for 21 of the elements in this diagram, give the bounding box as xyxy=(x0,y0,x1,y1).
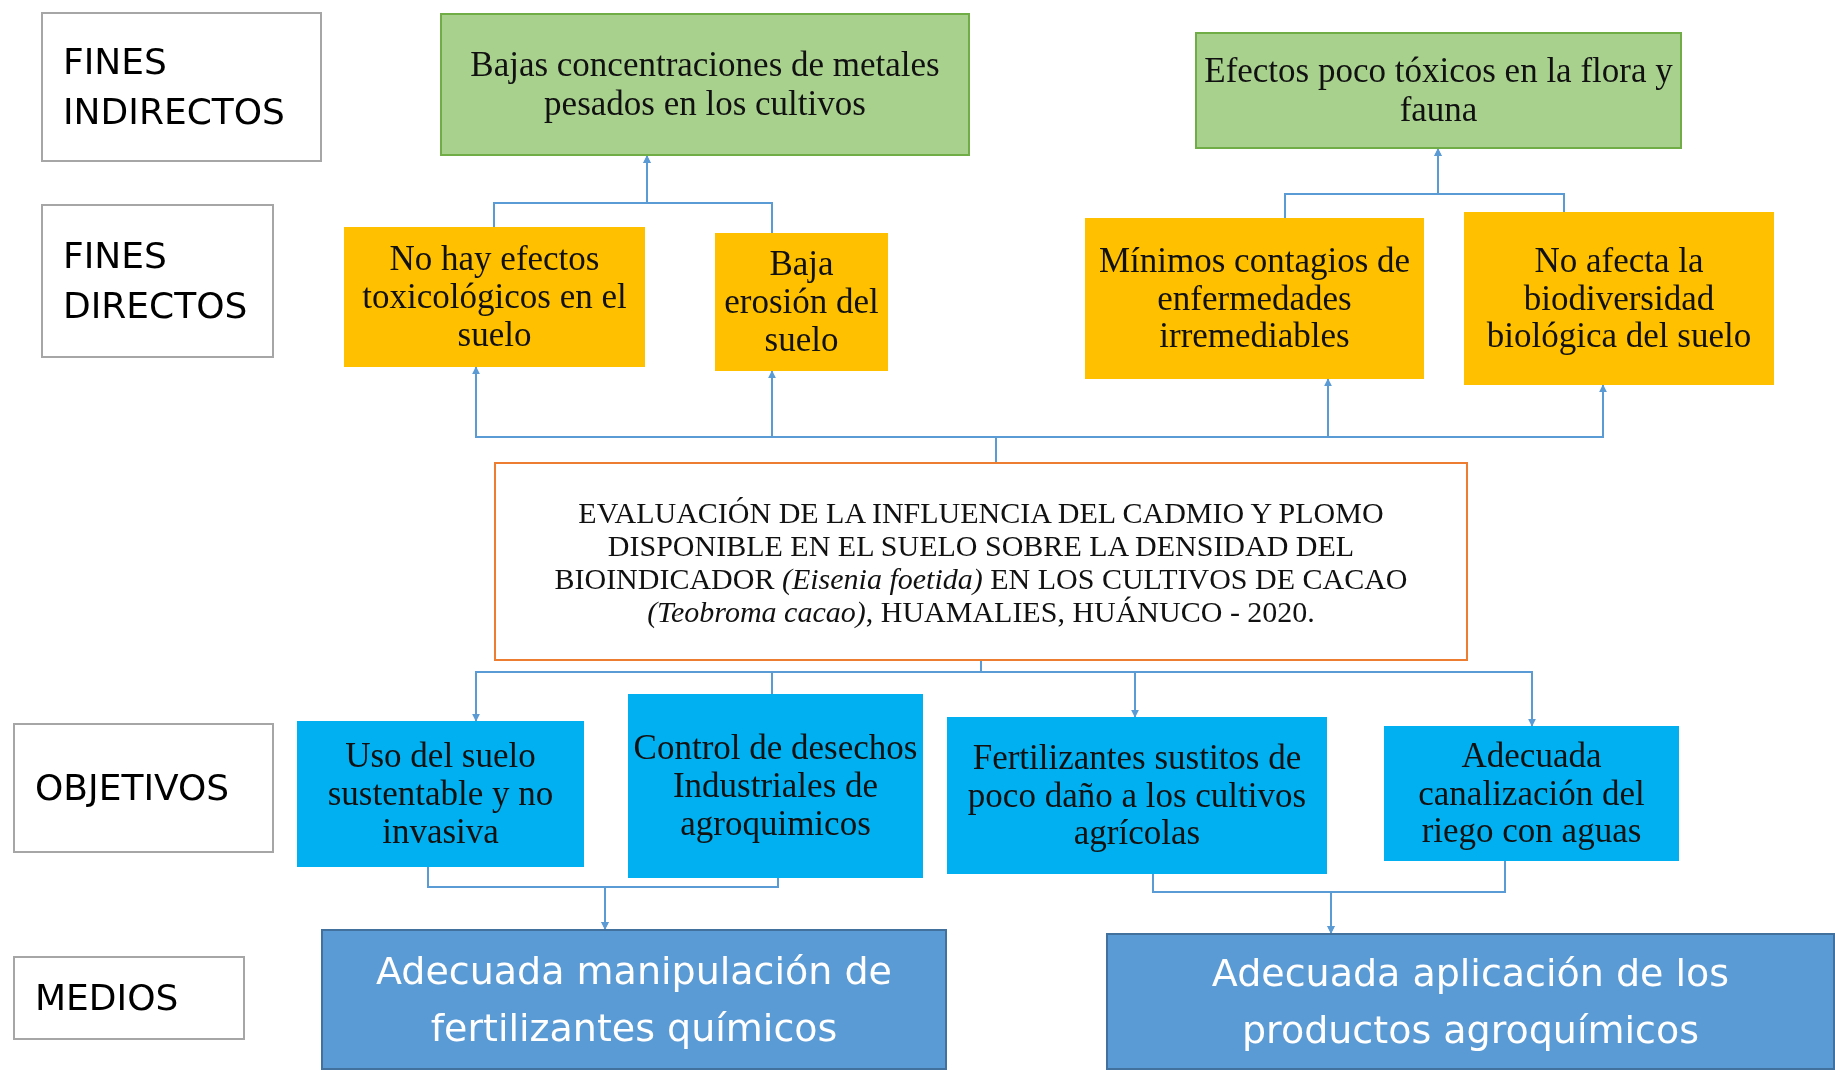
objective-box: Control de desechos Industriales de agroquimicos xyxy=(628,694,923,878)
goal-box: Bajas concentraciones de metales pesados en los cultivos xyxy=(440,13,970,156)
goal-box: Efectos poco tóxicos en la flora y fauna xyxy=(1195,32,1682,149)
row-heading-box: MEDIOS xyxy=(13,956,245,1040)
connector-arrow xyxy=(1434,148,1565,213)
connector-arrow xyxy=(643,155,773,234)
objective-box: Uso del suelo sustentable y no invasiva xyxy=(297,721,584,867)
goal-box: No afecta la biodiversidad biológica del suelo xyxy=(1464,212,1774,385)
title-box: EVALUACIÓN DE LA INFLUENCIA DEL CADMIO Y PLOMO DISPONIBLE EN EL SUELO SOBRE LA DENSIDAD DEL BIOINDICADOR (Eisenia foetida) EN LOS CULTIVOS DE CACAO (Teobroma cacao), HUAMALIES, HUÁNUCO - 2020. xyxy=(494,462,1468,661)
goal-box: Mínimos contagios de enfermedades irremediables xyxy=(1085,218,1424,379)
row-heading-box: OBJETIVOS xyxy=(13,723,274,853)
objective-box: Fertilizantes sustitos de poco daño a los cultivos agrícolas xyxy=(947,717,1327,874)
goal-box: No hay efectos toxicológicos en el suelo xyxy=(344,227,645,367)
objective-box: Adecuada canalización del riego con aguas xyxy=(1384,726,1679,861)
connector-arrow xyxy=(1327,860,1506,934)
connector-arrow xyxy=(601,877,779,930)
means-box: Adecuada manipulación de fertilizantes químicos xyxy=(321,929,947,1070)
means-box: Adecuada aplicación de los productos agroquímicos xyxy=(1106,933,1835,1070)
row-heading-box: FINES DIRECTOS xyxy=(41,204,274,358)
goal-box: Baja erosión del suelo xyxy=(715,233,888,371)
row-heading-box: FINES INDIRECTOS xyxy=(41,12,322,162)
